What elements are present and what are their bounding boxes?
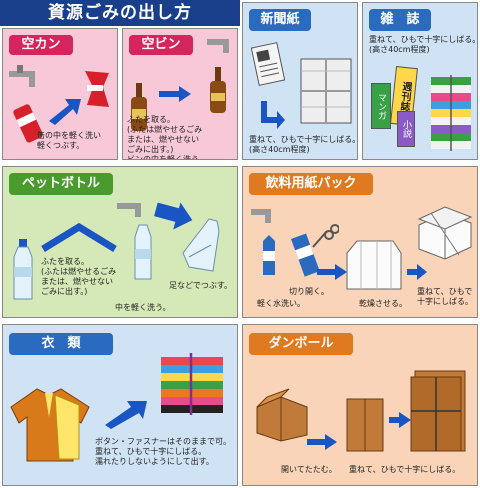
arrow-icon [49, 99, 81, 125]
panel-bottles: 空ビン ふたを取る。 (ふたは燃やせるごみ または、燃やせない ごみに出す。) … [122, 28, 238, 160]
arrow-icon [261, 101, 285, 129]
panel-paper-cartons: 飲料用紙パック 軽く水洗い。 切り開く。 乾燥させる。 重ねて、ひもで 十字にし… [242, 166, 478, 318]
faucet-icon [9, 65, 35, 87]
magazines-label: 雑 誌 [369, 9, 431, 31]
faucet-icon [207, 39, 229, 53]
cardboard-text-2: 重ねて、ひもで十字にしばる。 [349, 465, 461, 474]
book-novel: 小説 [397, 111, 415, 147]
arrow-icon [407, 264, 427, 280]
arrow-icon [105, 401, 147, 429]
paper-cartons-label: 飲料用紙パック [249, 173, 373, 195]
scissors-icon [312, 224, 339, 248]
crushed-can-icon [85, 71, 109, 107]
pet-bottles-text-3: 足などでつぶす。 [169, 281, 233, 290]
clothing-label: 衣 類 [9, 333, 113, 355]
carton-stack-icon [417, 206, 473, 260]
arrow-icon [307, 434, 337, 450]
arrow-icon [317, 264, 347, 280]
panel-newspaper: 新聞紙 重ねて、ひもで十字にしばる。 (高さ40cm程度) [242, 2, 358, 160]
faucet-icon [251, 209, 271, 223]
magazine-stack-icon [431, 75, 471, 151]
arrow-icon [41, 222, 117, 252]
cans-text: 缶の中を軽く洗い 軽くつぶす。 [37, 131, 101, 150]
can-icon [13, 104, 43, 143]
panel-magazines: 雑 誌 重ねて、ひもで十字にしばる。 (高さ40cm程度) 週刊誌 マンガ 小説 [362, 2, 478, 160]
book-manga: マンガ [371, 83, 391, 129]
cans-label: 空カン [9, 35, 73, 55]
cardboard-box-icon [256, 388, 308, 442]
arrow-icon [159, 86, 191, 102]
pet-bottles-text-2: 中を軽く洗う。 [115, 303, 171, 312]
arrow-icon [389, 412, 411, 428]
cardboard-stack-icon [410, 370, 466, 452]
bottles-label: 空ビン [129, 35, 193, 55]
magazines-text: 重ねて、ひもで十字にしばる。 (高さ40cm程度) [369, 35, 478, 54]
page-title: 資源ごみの出し方 [0, 0, 240, 26]
panel-cardboard: ダンボール 開いてたたむ。 重ねて、ひもで十字にしばる。 [242, 324, 478, 486]
bottle-icon [131, 83, 147, 131]
crushed-bottle-icon [182, 218, 220, 272]
cardboard-text-1: 開いてたたむ。 [281, 465, 337, 474]
newspaper-icon [251, 42, 285, 86]
panel-pet-bottles: ペットボトル ふたを取る。 (ふたは燃やせるごみ または、燃やせない ごみに出す… [2, 166, 238, 318]
faucet-icon [117, 203, 141, 217]
paper-cartons-text-4: 重ねて、ひもで 十字にしばる。 [417, 287, 473, 306]
pet-bottles-text-1: ふたを取る。 (ふたは燃やせるごみ または、燃やせない ごみに出す。) [41, 257, 117, 296]
panel-clothing: 衣 類 ボタン・ファスナーはそのままで可。 重ねて、ひもで十字にしばる。 濡れた… [2, 324, 238, 486]
paper-cartons-text-3: 乾燥させる。 [359, 299, 407, 308]
arrow-icon [154, 202, 193, 230]
carton-cutting-icon [291, 224, 339, 277]
paper-cartons-text-1: 軽く水洗い。 [257, 299, 305, 308]
carton-icon [263, 235, 275, 275]
shirt-icon [10, 388, 90, 462]
bottle-icon [210, 67, 226, 113]
pet-bottle-icon [13, 239, 33, 300]
pet-bottles-label: ペットボトル [9, 173, 113, 195]
cardboard-label: ダンボール [249, 333, 353, 355]
folded-cardboard-icon [346, 398, 384, 452]
pet-bottle-icon [134, 224, 152, 280]
clothing-text: ボタン・ファスナーはそのままで可。 重ねて、ひもで十字にしばる。 濡れたりしない… [95, 437, 231, 466]
newspaper-stack-icon [300, 58, 352, 124]
paper-cartons-text-2: 切り開く。 [289, 287, 329, 296]
clothes-stack-icon [161, 353, 223, 415]
newspaper-label: 新聞紙 [249, 9, 311, 31]
panel-cans: 空カン 缶の中を軽く洗い 軽くつぶす。 [2, 28, 118, 160]
bottles-text: ふたを取る。 (ふたは燃やせるごみ または、燃やせない ごみに出す。) ビンの中… [127, 115, 207, 160]
newspaper-text: 重ねて、ひもで十字にしばる。 (高さ40cm程度) [249, 135, 358, 154]
opened-carton-icon [346, 240, 402, 290]
